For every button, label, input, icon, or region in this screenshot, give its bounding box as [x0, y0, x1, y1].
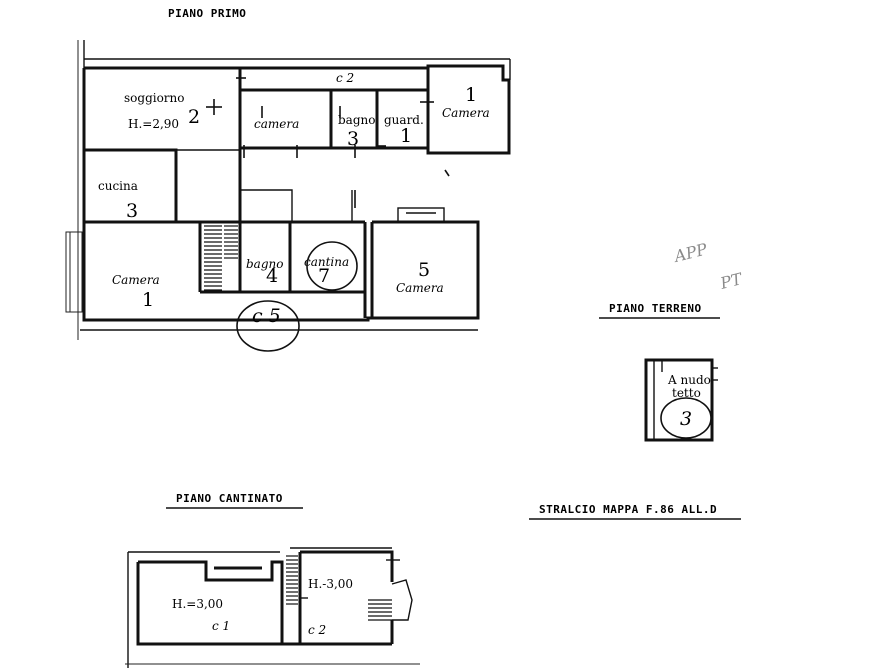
room-number: 5: [418, 259, 430, 281]
piano-cantinato-title: PIANO CANTINATO: [176, 492, 283, 505]
roof-label-2: tetto: [672, 386, 701, 400]
lower-wing-walls: [65, 207, 480, 331]
pencil-note-pt: PT: [717, 269, 745, 293]
room-cucina: cucina 3: [98, 179, 138, 222]
room-number: 3: [347, 128, 359, 150]
room-cantina: cantina 7: [304, 241, 358, 291]
room-number: 1: [400, 125, 412, 147]
room-label: Camera: [442, 106, 490, 120]
room-number: 4: [266, 265, 278, 287]
room-number: 3: [126, 200, 138, 222]
room-number: 1: [465, 84, 477, 106]
pencil-note-app: APP: [670, 239, 709, 266]
staircase-cantinato-left: [286, 555, 298, 605]
stair-outline: [391, 579, 413, 621]
room-label: cantina: [304, 255, 349, 269]
terreno-circle-mark: [660, 397, 712, 439]
room-label: Camera: [396, 281, 444, 295]
room-label: cucina: [98, 179, 138, 193]
parcel-label: c 5: [252, 305, 281, 327]
cantinato-parcel-left: c 1: [212, 619, 230, 633]
terreno-number: 3: [680, 408, 692, 430]
room-number: 1: [142, 289, 154, 311]
cantinato-parcel-right: c 2: [308, 623, 326, 637]
parcel-c2-primo: c 2: [336, 71, 354, 85]
room-camera-b: 1 Camera: [442, 84, 490, 120]
roof-label-1: A nudo: [667, 373, 711, 387]
staircase-primo: [204, 225, 238, 291]
parcel-label: c 2: [336, 71, 354, 85]
room-label: camera: [254, 117, 299, 131]
upper-wing-walls: [82, 64, 511, 224]
room-label: guard.: [384, 113, 424, 127]
cantina-circle-mark: [306, 241, 358, 291]
piano-primo-title: PIANO PRIMO: [168, 7, 246, 20]
room-label: bagno: [246, 257, 283, 271]
piano-terreno-title: PIANO TERRENO: [609, 302, 702, 315]
piano-terreno-plan: A nudo tetto 3: [644, 358, 718, 442]
room-soggiorno: soggiorno H.=2,90 2: [124, 91, 222, 131]
cantinato-height-right: H.-3,00: [308, 577, 353, 591]
room-label: bagno: [338, 113, 375, 127]
room-camera-c: Camera 1: [112, 273, 160, 311]
stralcio-mappa-note: STRALCIO MAPPA F.86 ALL.D: [539, 503, 717, 516]
staircase-cantinato-right: [368, 579, 413, 621]
room-label: Camera: [112, 273, 160, 287]
room-number: 2: [188, 106, 200, 128]
room-bagno: bagno 3: [338, 113, 375, 150]
room-camera-d: 5 Camera: [396, 259, 444, 295]
parcel-c5-circle-mark: [236, 300, 300, 352]
room-label: soggiorno: [124, 91, 185, 105]
cantinato-height-left: H.=3,00: [172, 597, 223, 611]
room-bagno-b: bagno 4: [246, 257, 283, 287]
parcel-c5: c 5: [236, 300, 300, 352]
room-guard: guard. 1: [384, 113, 424, 147]
room-height: H.=2,90: [128, 117, 179, 131]
room-camera-a: camera: [254, 117, 299, 131]
piano-cantinato-plan: H.=3,00 H.-3,00 c 1 c 2: [125, 547, 420, 668]
room-number: 7: [318, 265, 330, 287]
piano-primo-boundary: [77, 40, 511, 340]
